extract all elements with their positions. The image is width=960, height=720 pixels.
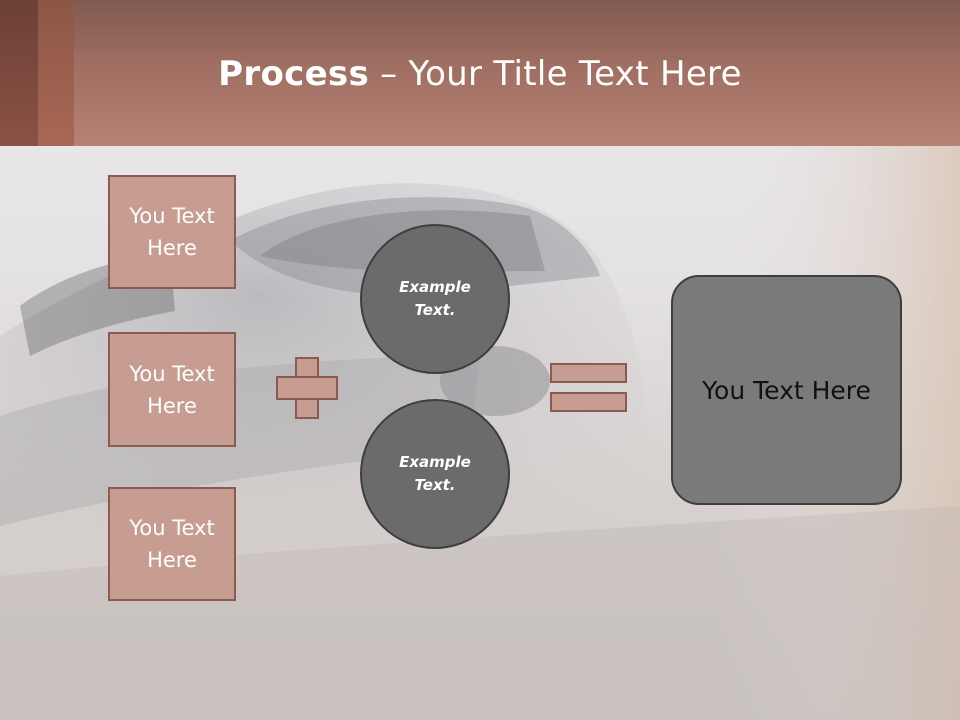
equals-top-bar xyxy=(550,363,627,383)
plus-center xyxy=(297,378,317,398)
header-band: Process – Your Title Text Here xyxy=(0,0,960,146)
example-circle-2: Example Text. xyxy=(360,399,510,549)
circle-text-line2: Text. xyxy=(414,301,456,319)
input-box-3: You Text Here xyxy=(108,487,236,601)
header-accent-stripe xyxy=(38,0,74,146)
title-bold: Process xyxy=(218,54,370,94)
input-box-label: You Text Here xyxy=(129,361,215,418)
title-rest: – Your Title Text Here xyxy=(369,54,742,94)
result-box: You Text Here xyxy=(671,275,902,505)
result-label: You Text Here xyxy=(702,375,871,405)
equals-bottom-bar xyxy=(550,392,627,412)
header-accent-stripe xyxy=(0,0,38,146)
circle-text-line1: Example xyxy=(399,453,471,471)
circle-text-line2: Text. xyxy=(414,476,456,494)
input-box-label: You Text Here xyxy=(129,204,215,260)
input-box-2: You Text Here xyxy=(108,332,236,447)
example-circle-1: Example Text. xyxy=(360,224,510,374)
input-box-label: You Text Here xyxy=(129,516,215,572)
input-box-1: You Text Here xyxy=(108,175,236,289)
circle-text-line1: Example xyxy=(399,278,471,296)
slide-title: Process – Your Title Text Here xyxy=(0,54,960,94)
